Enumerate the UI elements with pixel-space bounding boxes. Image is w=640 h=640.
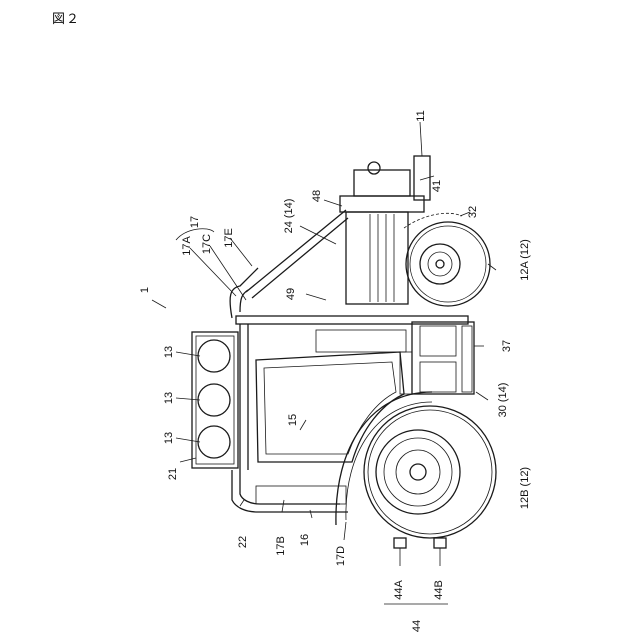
label-16: 16 bbox=[299, 534, 311, 546]
label-30: 30 (14) bbox=[497, 383, 509, 418]
label-12b: 12B (12) bbox=[519, 467, 531, 509]
label-24: 24 (14) bbox=[283, 199, 295, 234]
label-32: 32 bbox=[467, 206, 479, 218]
label-22: 22 bbox=[237, 536, 249, 548]
front-wheel bbox=[406, 222, 490, 306]
label-11: 11 bbox=[415, 110, 427, 121]
label-17: 17 bbox=[189, 216, 201, 228]
engine-block bbox=[346, 212, 408, 304]
label-21: 21 bbox=[167, 468, 179, 480]
label-48: 48 bbox=[311, 190, 323, 202]
label-13-bottom: 13 bbox=[163, 432, 175, 444]
label-15: 15 bbox=[287, 414, 299, 426]
label-13-top: 13 bbox=[163, 346, 175, 358]
leader-lines bbox=[152, 122, 496, 540]
label-1: 1 bbox=[139, 287, 151, 293]
label-41: 41 bbox=[431, 180, 443, 192]
rear-fender bbox=[336, 392, 432, 525]
label-44: 44 bbox=[411, 620, 423, 632]
label-12a: 12A (12) bbox=[519, 239, 531, 281]
label-37: 37 bbox=[501, 340, 513, 352]
label-17e: 17E bbox=[223, 228, 235, 248]
label-13-middle: 13 bbox=[163, 392, 175, 404]
battery-box bbox=[412, 322, 474, 394]
label-17b: 17B bbox=[275, 536, 287, 556]
label-49: 49 bbox=[285, 288, 297, 300]
label-44a: 44A bbox=[393, 580, 405, 600]
label-17a: 17A bbox=[181, 236, 193, 256]
rear-wheel bbox=[364, 406, 496, 538]
label-44b: 44B bbox=[433, 580, 445, 600]
label-17d: 17D bbox=[335, 546, 347, 566]
label-17c: 17C bbox=[201, 234, 213, 254]
